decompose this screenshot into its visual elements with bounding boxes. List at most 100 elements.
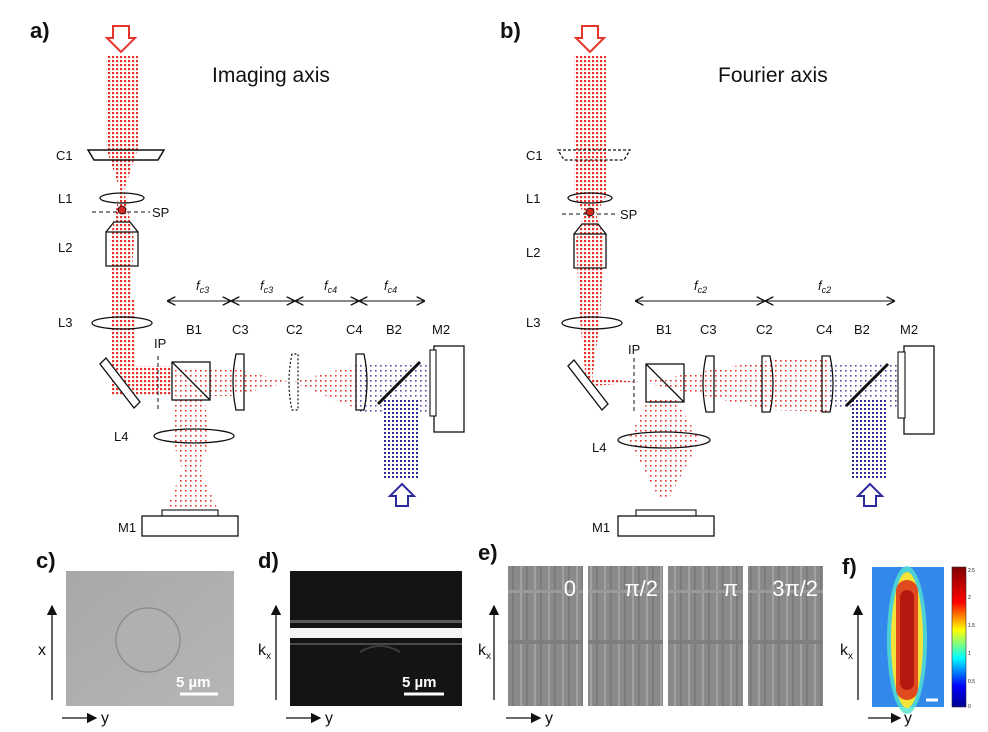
- label-l1: L1: [526, 191, 540, 206]
- label-m1: M1: [592, 520, 610, 535]
- label-l2: L2: [526, 245, 540, 260]
- input-arrow-icon: [573, 25, 607, 54]
- beamsplitter-b2: [376, 360, 422, 406]
- reference-arrow-icon: [855, 482, 885, 507]
- label-l1: L1: [58, 191, 72, 206]
- axis-label-v: kx: [258, 642, 271, 662]
- fold-mirror: [99, 357, 141, 409]
- input-arrow-icon: [104, 25, 138, 54]
- hologram-frame: [668, 566, 743, 706]
- scale-label: 5 µm: [176, 674, 211, 691]
- hologram-frame: [588, 566, 663, 706]
- lens-l3: [91, 316, 153, 330]
- objective-l2: [105, 221, 139, 267]
- mirror-m2: [903, 345, 935, 435]
- label-c1: C1: [56, 148, 73, 163]
- axis-label-h: y: [904, 710, 912, 727]
- label-c2: C2: [756, 322, 773, 337]
- panel-d-tag: d): [258, 548, 279, 573]
- focal-label: fc3: [260, 278, 273, 295]
- panel-b: b) Fourier axis C1 L1 SP L2 L3 IP B1 C3 …: [500, 18, 935, 537]
- cell-outline: [115, 607, 181, 673]
- beam-segment: [106, 148, 138, 190]
- label-b2: B2: [854, 322, 870, 337]
- sample-icon: [585, 207, 595, 217]
- hologram-frame: [748, 566, 823, 706]
- colorbar-tick: 2.5: [968, 568, 975, 574]
- label-l3: L3: [58, 315, 72, 330]
- lens-l4: [617, 431, 711, 449]
- axis-label-h: y: [101, 710, 109, 727]
- lens-c2: [288, 353, 299, 411]
- axis-label-v: kx: [840, 642, 853, 662]
- label-l4: L4: [114, 429, 128, 444]
- lens-l1: [567, 192, 613, 204]
- focal-label: fc2: [818, 278, 831, 295]
- beam-segment: [110, 240, 134, 300]
- panel-a-title: Imaging axis: [212, 64, 330, 87]
- axis-label-v: kx: [478, 642, 491, 662]
- label-m1: M1: [118, 520, 136, 535]
- label-c3: C3: [232, 322, 249, 337]
- lens-c1: [86, 149, 166, 161]
- axis-label-h: y: [545, 710, 553, 727]
- lens-c1-dashed: [556, 149, 632, 161]
- panel-a-tag: a): [30, 18, 50, 43]
- lens-c2: [761, 355, 774, 413]
- label-l2: L2: [58, 240, 72, 255]
- beamsplitter-b1: [645, 363, 685, 403]
- label-sp: SP: [620, 207, 637, 222]
- lens-l3: [561, 316, 623, 330]
- beam-segment: [110, 190, 134, 240]
- colorbar-tick: 0: [968, 704, 971, 710]
- panel-c-tag: c): [36, 548, 56, 573]
- focal-label: fc4: [324, 278, 337, 295]
- beam-segment: [592, 378, 640, 386]
- focal-label: fc4: [384, 278, 397, 295]
- panel-f-tag: f): [842, 554, 857, 579]
- scale-label: 5 µm: [402, 674, 437, 691]
- sample-icon: [117, 205, 127, 215]
- beamsplitter-b1: [171, 361, 211, 401]
- axis-label-v: x: [38, 642, 46, 659]
- phase-label: 3π/2: [772, 576, 818, 601]
- beam-segment: [172, 396, 210, 480]
- beam-segment: [852, 400, 888, 480]
- colorbar-tick: 1: [968, 651, 971, 657]
- beam-segment: [640, 360, 830, 412]
- axis-label-h: y: [325, 710, 333, 727]
- label-b2: B2: [386, 322, 402, 337]
- colorbar-tick: 0.5: [968, 679, 975, 685]
- panel-a: a) Imaging axis C1 L1 SP L2 L3: [30, 18, 465, 537]
- beam-segment: [628, 400, 700, 500]
- label-ip: IP: [628, 342, 640, 357]
- label-l3: L3: [526, 315, 540, 330]
- mirror-m2: [433, 345, 465, 433]
- objective-l2: [573, 223, 607, 269]
- lens-l1: [99, 192, 145, 204]
- fourier-image: [290, 571, 462, 706]
- panel-e-tag: e): [478, 540, 498, 565]
- label-ip: IP: [154, 336, 166, 351]
- panel-f: f) 2.5 2 1.5 1 0.5 0 kx y: [840, 554, 975, 727]
- label-c1: C1: [526, 148, 543, 163]
- beam-segment: [172, 366, 290, 396]
- lens-c4: [821, 355, 834, 413]
- panel-b-tag: b): [500, 18, 521, 43]
- beam-segment: [292, 364, 360, 410]
- beam-segment: [384, 400, 420, 480]
- mirror-m1: [617, 515, 715, 537]
- beam-segment: [574, 56, 606, 196]
- label-c4: C4: [816, 322, 833, 337]
- label-c4: C4: [346, 322, 363, 337]
- panel-c: c) 5 µm x y: [36, 548, 234, 727]
- lens-c3: [702, 355, 715, 413]
- fourier-line: [290, 628, 462, 638]
- label-c2: C2: [286, 322, 303, 337]
- mirror-m1: [141, 515, 239, 537]
- lens-c3: [232, 353, 245, 411]
- beam-segment: [166, 460, 218, 510]
- label-l4: L4: [592, 440, 606, 455]
